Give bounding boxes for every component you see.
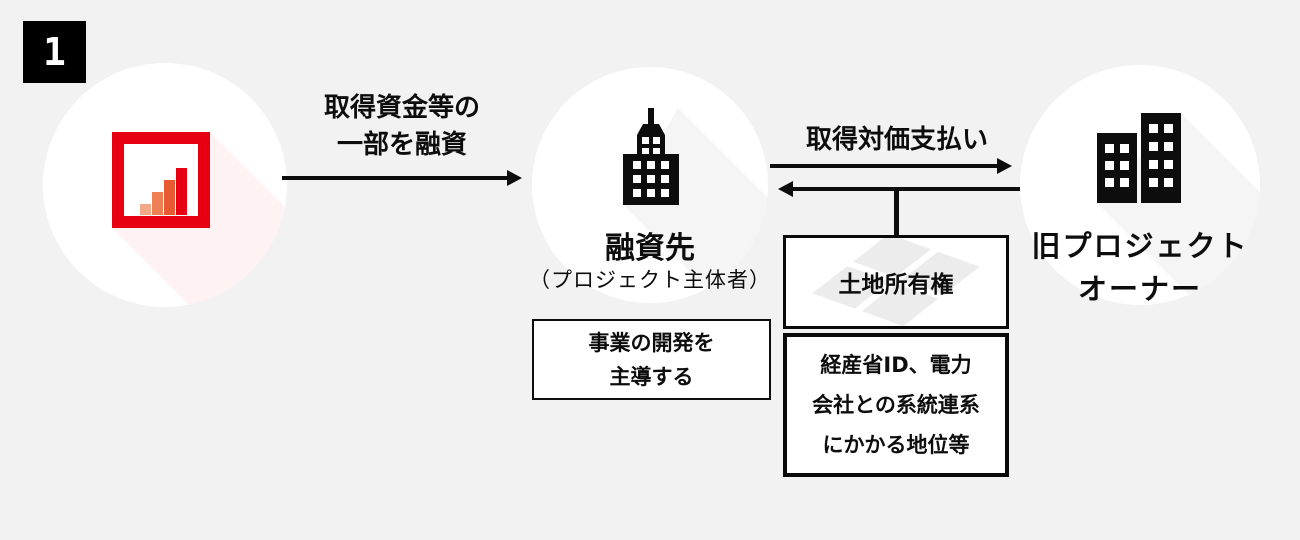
status-line1: 経産省ID、電力 — [820, 353, 972, 377]
bar-chart-logo-icon — [112, 132, 210, 228]
borrower-role-line1: 事業の開発を — [588, 330, 715, 355]
long-shadow — [1097, 113, 1260, 305]
two-buildings-icon — [1097, 113, 1181, 203]
status-line3: にかかる地位等 — [822, 433, 970, 457]
owner-title-line2: オーナー — [1077, 272, 1202, 306]
loan-arrow-line — [282, 176, 508, 180]
loan-arrowhead-icon — [507, 170, 522, 186]
payment-arrow-line — [770, 164, 998, 168]
loan-label-line2: 一部を融資 — [336, 130, 467, 160]
loan-arrow-label: 取得資金等の 一部を融資 — [288, 90, 516, 164]
payment-arrow-label: 取得対価支払い — [805, 125, 988, 155]
lender-node — [43, 63, 287, 307]
transfer-arrow-line — [791, 187, 1020, 191]
loan-label-line1: 取得資金等の — [323, 93, 480, 123]
status-line2: 会社との系統連系 — [812, 393, 980, 417]
borrower-title: 融資先 — [605, 231, 695, 266]
status-box: 経産省ID、電力 会社との系統連系 にかかる地位等 — [783, 333, 1009, 477]
transfer-connector-line — [894, 189, 899, 235]
owner-title-line1: 旧プロジェクト — [1031, 229, 1249, 263]
land-ownership-label: 土地所有権 — [838, 272, 954, 298]
borrower-subtitle: （プロジェクト主体者） — [529, 268, 771, 292]
office-building-icon — [623, 108, 679, 205]
step-number-badge: 1 — [23, 21, 86, 83]
logo-bars — [140, 168, 188, 215]
borrower-node — [532, 67, 768, 303]
land-ownership-box: 土地所有権 — [783, 235, 1009, 329]
owner-node — [1020, 65, 1260, 305]
borrower-role-box: 事業の開発を 主導する — [532, 319, 771, 400]
borrower-role-line2: 主導する — [609, 364, 694, 389]
payment-arrowhead-icon — [997, 158, 1012, 174]
transfer-arrowhead-icon — [778, 181, 793, 197]
